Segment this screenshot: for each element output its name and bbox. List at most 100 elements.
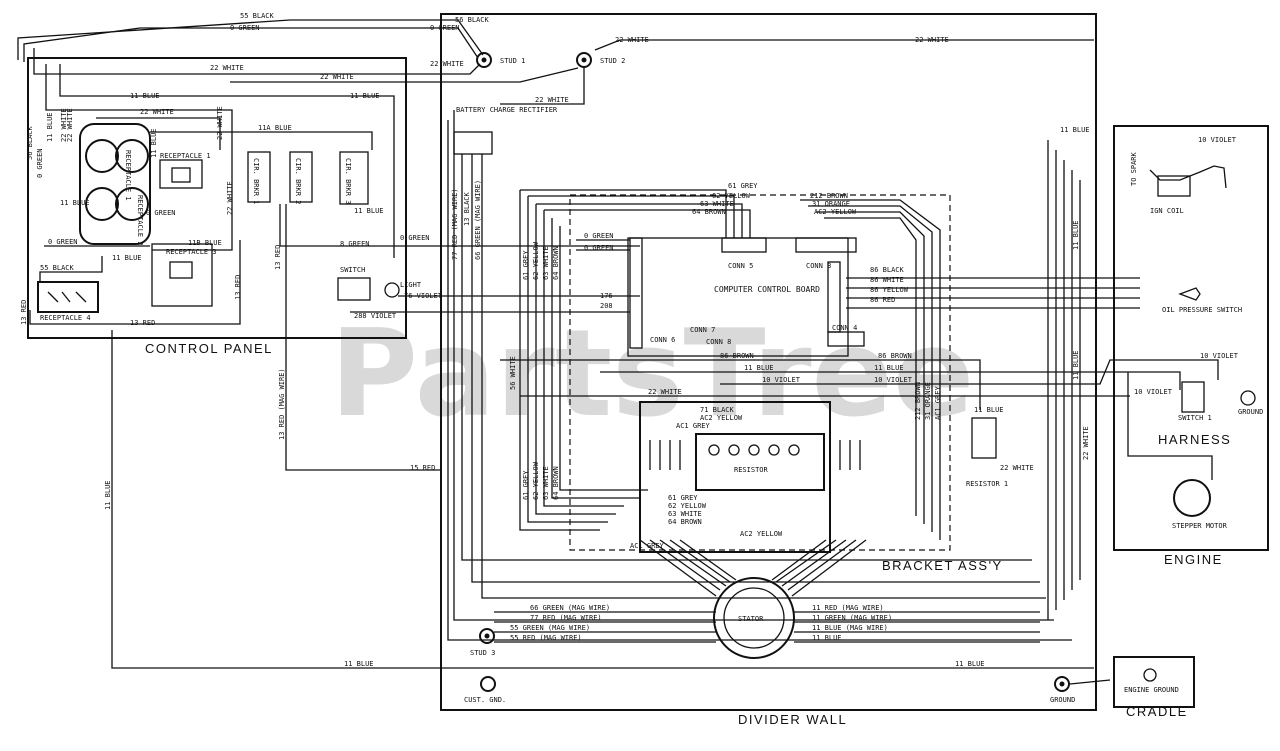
wire-22-white-stud2 bbox=[594, 39, 1094, 51]
receptacle-1-2-body bbox=[79, 123, 151, 245]
lbl-22-white-cp: 22 WHITE bbox=[60, 108, 68, 142]
stud-3-center bbox=[484, 633, 490, 639]
lbl-212-brown-b: 212 BROWN bbox=[914, 382, 922, 420]
lbl-86-red: 86 RED bbox=[870, 296, 895, 304]
res-terminal-1 bbox=[708, 444, 720, 456]
lbl-11-blue-cp2: 11 BLUE bbox=[130, 92, 160, 100]
wire-13-red-cp bbox=[29, 240, 241, 325]
lbl-56-black-cp: 56 BLACK bbox=[26, 125, 34, 160]
switch-1-body bbox=[1181, 381, 1205, 413]
lbl-77-red: 77 RED (MAG WIRE) bbox=[451, 188, 459, 260]
bundle-right bbox=[800, 199, 941, 540]
lbl-11-blue-mid2: 11 BLUE bbox=[874, 364, 904, 372]
lbl-61-grey-d: 61 GREY bbox=[668, 494, 698, 502]
lbl-11-blue-cp3: 11 BLUE bbox=[350, 92, 380, 100]
wire-11-blue-mid bbox=[600, 371, 1181, 390]
res-right-leads bbox=[839, 440, 861, 470]
wire-11-blue-bottom bbox=[111, 330, 1094, 669]
receptacle-1-face bbox=[85, 139, 119, 173]
lbl-11-blue-left: 11 BLUE bbox=[104, 480, 112, 510]
cradle-title: CRADLE bbox=[1126, 704, 1188, 719]
divider-wall-box bbox=[440, 13, 1097, 711]
breaker-1-label: CIR. BRKR 1 bbox=[252, 158, 260, 204]
bundle-left-2 bbox=[551, 218, 648, 499]
lbl-ac1-grey: AC1 GREY bbox=[934, 385, 942, 420]
lbl-10-violet-eng: 10 VIOLET bbox=[1134, 388, 1173, 396]
lbl-11a-blue: 11A BLUE bbox=[258, 124, 292, 132]
breaker-3-box bbox=[339, 151, 369, 205]
cradle-ground-terminal bbox=[1143, 668, 1157, 682]
wire-0-green-top bbox=[23, 27, 479, 62]
engine-ground-label: GROUND bbox=[1238, 408, 1263, 416]
watermark: PartsTree bbox=[330, 305, 974, 444]
receptacle-3-box bbox=[151, 243, 213, 307]
conn-4-label: CONN 4 bbox=[832, 324, 857, 332]
receptacle-1b-face bbox=[115, 139, 149, 173]
lbl-13-red-cp: 13 RED bbox=[20, 300, 28, 325]
lbl-11-blue-res: 11 BLUE bbox=[974, 406, 1004, 414]
lbl-8-green-c: 0 GREEN bbox=[584, 244, 614, 252]
wire-8-green bbox=[279, 204, 640, 247]
wire-11-blue-cp bbox=[45, 64, 233, 251]
lbl-86-white: 86 WHITE bbox=[870, 276, 904, 284]
lbl-11-blue-bottom2: 11 BLUE bbox=[955, 660, 985, 668]
harness-title: HARNESS bbox=[1158, 432, 1231, 447]
rectifier-leads bbox=[461, 154, 483, 180]
lbl-56-white: 56 WHITE bbox=[509, 356, 517, 390]
resistor-terminal-block bbox=[695, 433, 825, 491]
lbl-11-green-stator: 11 GREEN (MAG WIRE) bbox=[812, 614, 892, 622]
lbl-212-brown: 212 BROWN bbox=[810, 192, 848, 200]
wire-55-black-cp bbox=[39, 256, 103, 282]
receptacle-3-label: RECEPTACLE 3 bbox=[166, 248, 217, 256]
ground-terminal bbox=[1054, 676, 1070, 692]
light-label: LIGHT bbox=[400, 281, 422, 289]
switch-label: SWITCH bbox=[340, 266, 365, 274]
spark-plug-label: TO SPARK bbox=[1130, 151, 1138, 186]
wire-ground-cradle bbox=[1069, 679, 1111, 685]
lbl-10-violet: 10 VIOLET bbox=[762, 376, 801, 384]
breaker-3-label: CIR. BRKR 3 bbox=[344, 158, 352, 204]
ground-center bbox=[1059, 681, 1065, 687]
lbl-64-brown-d: 64 BROWN bbox=[668, 518, 702, 526]
lbl-13-red-cp3: 13 RED bbox=[234, 275, 242, 300]
lbl-86-brown-b: 86 BROWN bbox=[878, 352, 912, 360]
lbl-55-green-stator: 55 GREEN (MAG WIRE) bbox=[510, 624, 590, 632]
lbl-ac2-yellow-b: AC2 YELLOW bbox=[700, 414, 743, 422]
conn-4-block bbox=[827, 331, 865, 347]
lbl-64-brown-b: 64 BROWN bbox=[552, 246, 560, 280]
cust-gnd-terminal bbox=[480, 676, 496, 692]
stud-2-center bbox=[581, 57, 587, 63]
mag-wires-loop bbox=[447, 110, 1072, 641]
lbl-61-grey-c: 61 GREY bbox=[522, 470, 530, 500]
lbl-13-black: 13 BLACK bbox=[463, 191, 471, 226]
lbl-10-violet-c: 10 VIOLET bbox=[1200, 352, 1239, 360]
lbl-15-red: 15 RED bbox=[410, 464, 435, 472]
lbl-ac2-yellow-bottom: AC2 YELLOW bbox=[740, 530, 783, 538]
wire-10-violet bbox=[720, 359, 1219, 385]
lbl-11-blue-bottom: 11 BLUE bbox=[344, 660, 374, 668]
lbl-11-blue-rec: 11 BLUE bbox=[60, 199, 90, 207]
ign-coil-body bbox=[1157, 175, 1191, 197]
conn-7-label: CONN 7 bbox=[690, 326, 715, 334]
lbl-8-green: 8 GREEN bbox=[340, 240, 370, 248]
lbl-22-white-cp4: 22 WHITE bbox=[216, 106, 224, 140]
stator-leads-right bbox=[771, 539, 867, 597]
receptacle-top-box bbox=[159, 159, 203, 189]
cradle-box bbox=[1113, 656, 1195, 708]
lbl-62-yellow: 62 YELLOW bbox=[712, 192, 751, 200]
receptacle-2-label: RECEPTACLE 2 bbox=[136, 195, 144, 246]
lbl-62-yellow-b: 62 YELLOW bbox=[532, 241, 540, 280]
res-terminal-3 bbox=[748, 444, 760, 456]
conn-8-label: CONN 8 bbox=[706, 338, 731, 346]
breaker-2-label: CIR. BRKR 2 bbox=[294, 158, 302, 204]
lbl-11-red-stator: 11 RED (MAG WIRE) bbox=[812, 604, 884, 612]
wire-22-white-cp bbox=[96, 117, 221, 150]
wires-green-to-board bbox=[576, 239, 630, 251]
wire-22-white-top bbox=[33, 48, 481, 75]
receptacle-2b-face bbox=[115, 187, 149, 221]
receptacle-3-inner bbox=[169, 261, 193, 279]
rectifier-wires bbox=[461, 180, 1046, 599]
lbl-61-grey-b: 61 GREY bbox=[522, 250, 530, 280]
lbl-66-green-stator: 66 GREEN (MAG WIRE) bbox=[530, 604, 610, 612]
lbl-13-red-long: 13 RED (MAG WIRE) bbox=[278, 368, 286, 440]
